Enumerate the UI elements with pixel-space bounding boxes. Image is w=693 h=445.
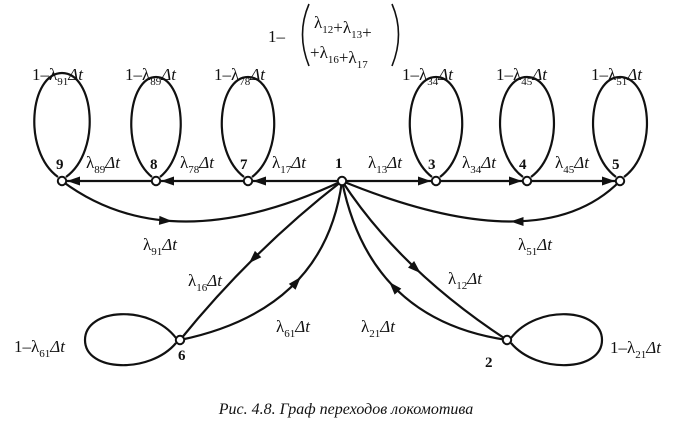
node-label-6: 6 [178, 348, 186, 364]
self-loop-label-5: 1–λ51Δt [591, 65, 643, 88]
self-loop-2 [510, 313, 604, 367]
node-label-7: 7 [240, 157, 248, 173]
node-3 [430, 175, 442, 187]
nodes-layer: 9 8 7 1 3 4 5 6 2 [56, 156, 626, 371]
edge-label-1-2: λ12Δt [448, 269, 483, 292]
top-expr-prefix: 1– [268, 27, 286, 46]
self-loop-9 [33, 71, 91, 178]
arrowhead-8-9 [67, 176, 80, 186]
node-6 [174, 334, 186, 346]
figure-caption: Рис. 4.8. Граф переходов локомотива [218, 401, 473, 418]
self-loop-label-9: 1–λ91Δt [32, 65, 84, 88]
arrowhead-1-2 [408, 261, 421, 274]
self-loop-label-7: 1–λ78Δt [214, 65, 266, 88]
arrowhead-3-4 [509, 176, 522, 186]
node-label-4: 4 [519, 157, 527, 173]
arrowhead-2-1 [389, 282, 402, 295]
edge-label-8-9: λ89Δt [86, 153, 121, 176]
edge-1-6 [179, 180, 343, 341]
node-2 [501, 334, 513, 346]
arrowhead-1-6 [248, 250, 262, 264]
node-label-2: 2 [485, 355, 493, 371]
arrowhead-9-1 [158, 215, 173, 225]
self-loop-5 [591, 75, 649, 178]
node-label-3: 3 [428, 157, 436, 173]
arrowhead-1-3 [418, 176, 431, 186]
edge-6-1 [179, 180, 344, 342]
self-loop-label-4: 1–λ45Δt [496, 65, 548, 88]
edge-label-2-1: λ21Δt [361, 317, 396, 340]
self-loop-3 [408, 75, 464, 178]
self-loops-layer [33, 71, 649, 367]
node-9 [56, 175, 68, 187]
edge-5-1 [341, 179, 621, 223]
node-5 [614, 175, 626, 187]
self-loop-6 [83, 313, 177, 367]
node-7 [242, 175, 254, 187]
edge-label-6-1: λ61Δt [276, 317, 311, 340]
arrowhead-4-5 [602, 176, 615, 186]
top-expr-line1: λ12+λ13+ [314, 13, 372, 42]
edge-label-4-5: λ45Δt [555, 153, 590, 176]
edge-label-1-6: λ16Δt [188, 271, 223, 294]
self-loop-label-3: 1–λ34Δt [402, 65, 454, 88]
node-label-9: 9 [56, 157, 64, 173]
node-1 [336, 175, 348, 187]
edge-label-9-1: λ91Δt [143, 235, 178, 258]
edge-label-5-1: λ51Δt [518, 235, 553, 258]
node-4 [521, 175, 533, 187]
left-bracket [301, 3, 310, 67]
top-expression: 1– λ12+λ13++λ16+λ17 [268, 3, 400, 71]
edge-label-7-8: λ78Δt [180, 153, 215, 176]
node-label-5: 5 [612, 157, 620, 173]
right-bracket [391, 3, 400, 67]
self-loop-label-2: 1–λ21Δt [610, 338, 662, 361]
edge-label-3-4: λ34Δt [462, 153, 497, 176]
edge-label-1-3: λ13Δt [368, 153, 403, 176]
node-label-8: 8 [150, 157, 158, 173]
arrowhead-7-8 [161, 176, 174, 186]
arrowhead-6-1 [288, 277, 301, 290]
edges-layer [61, 176, 621, 342]
self-loop-4 [498, 75, 556, 178]
self-loop-label-8: 1–λ89Δt [125, 65, 177, 88]
self-loop-8 [130, 75, 182, 178]
self-loop-7 [220, 75, 276, 178]
arrowhead-1-7 [253, 176, 266, 186]
top-expr-line2: +λ16+λ17 [310, 43, 368, 71]
labels-layer: λ89Δt λ78Δt λ17Δt λ13Δt λ34Δt λ45Δt λ91Δt λ51Δt… [14, 65, 662, 361]
self-loop-label-6: 1–λ61Δt [14, 337, 66, 360]
node-label-1: 1 [335, 156, 343, 172]
arrowhead-5-1 [510, 217, 524, 226]
edge-label-1-7: λ17Δt [272, 153, 307, 176]
edge-9-1 [61, 180, 343, 223]
node-8 [150, 175, 162, 187]
